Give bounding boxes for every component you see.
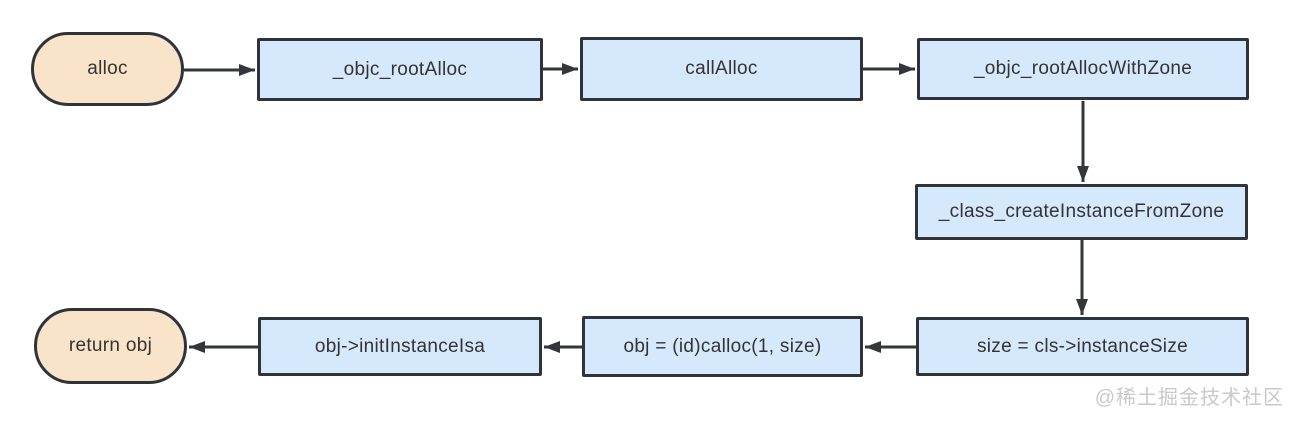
- flow-node-alloc: alloc: [31, 32, 184, 106]
- flow-node-instancesize: size = cls->instanceSize: [916, 317, 1249, 376]
- watermark: @稀土掘金技术社区: [1094, 387, 1284, 409]
- flow-node-alloc-label: alloc: [87, 58, 128, 79]
- flow-node-objc-rootallocwithzone-label: _objc_rootAllocWithZone: [973, 58, 1193, 79]
- flow-node-callalloc: callAlloc: [580, 37, 863, 101]
- flow-node-calloc: obj = (id)calloc(1, size): [582, 316, 863, 377]
- flow-node-callalloc-label: callAlloc: [685, 58, 758, 79]
- flow-node-objc-rootalloc-label: _objc_rootAlloc: [332, 58, 468, 80]
- flow-node-class-createinstancefromzone-label: _class_createInstanceFromZone: [938, 201, 1225, 222]
- flow-node-initinstanceisa: obj->initInstanceIsa: [258, 317, 542, 376]
- flow-node-class-createinstancefromzone: _class_createInstanceFromZone: [915, 184, 1248, 240]
- flow-node-calloc-label: obj = (id)calloc(1, size): [623, 335, 822, 357]
- flow-node-objc-rootallocwithzone: _objc_rootAllocWithZone: [917, 38, 1249, 100]
- flow-node-objc-rootalloc: _objc_rootAlloc: [257, 38, 543, 101]
- flow-node-initinstanceisa-label: obj->initInstanceIsa: [314, 335, 486, 357]
- flow-node-instancesize-label: size = cls->instanceSize: [976, 335, 1188, 357]
- flow-node-return-obj-label: return obj: [68, 335, 153, 356]
- flow-node-return-obj: return obj: [34, 308, 187, 384]
